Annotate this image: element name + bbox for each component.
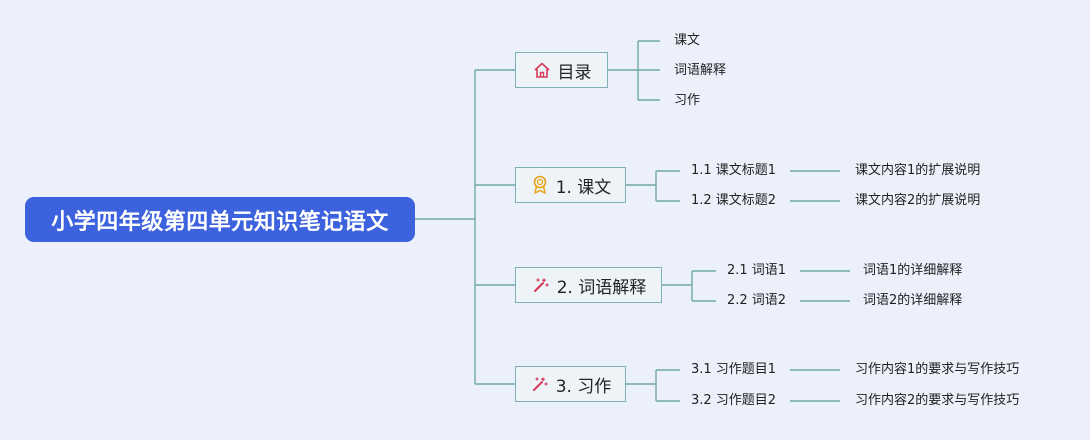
award-icon bbox=[530, 175, 550, 195]
section-3-topic[interactable]: 3. 习作 bbox=[515, 366, 626, 402]
home-icon bbox=[532, 60, 552, 80]
section-1-sub-2[interactable]: 1.2 课文标题2 bbox=[691, 193, 777, 208]
section-1-detail-1[interactable]: 课文内容1的扩展说明 bbox=[855, 163, 981, 178]
root-topic[interactable]: 小学四年级第四单元知识笔记语文 bbox=[25, 197, 415, 242]
toc-title: 目录 bbox=[557, 62, 592, 83]
section-1-sub-1[interactable]: 1.1 课文标题1 bbox=[691, 163, 777, 178]
section-2-sub-1[interactable]: 2.1 词语1 bbox=[727, 263, 787, 278]
section-3-detail-2[interactable]: 习作内容2的要求与写作技巧 bbox=[855, 393, 1020, 408]
section-2-title: 2. 词语解释 bbox=[556, 277, 647, 298]
section-2-detail-2[interactable]: 词语2的详细解释 bbox=[863, 293, 963, 308]
section-3-sub-1[interactable]: 3.1 习作题目1 bbox=[691, 362, 777, 377]
section-1-detail-2[interactable]: 课文内容2的扩展说明 bbox=[855, 193, 981, 208]
toc-item-2[interactable]: 词语解释 bbox=[674, 63, 727, 78]
toc-item-1[interactable]: 课文 bbox=[674, 33, 701, 48]
section-2-topic[interactable]: 2. 词语解释 bbox=[515, 267, 662, 303]
section-3-sub-2[interactable]: 3.2 习作题目2 bbox=[691, 393, 777, 408]
magic-wand-icon bbox=[531, 275, 551, 295]
toc-item-3[interactable]: 习作 bbox=[674, 93, 701, 108]
section-3-title: 3. 习作 bbox=[555, 376, 612, 397]
magic-wand-icon bbox=[530, 374, 550, 394]
toc-topic[interactable]: 目录 bbox=[515, 52, 608, 88]
section-1-topic[interactable]: 1. 课文 bbox=[515, 167, 626, 203]
section-3-detail-1[interactable]: 习作内容1的要求与写作技巧 bbox=[855, 362, 1020, 377]
section-2-sub-2[interactable]: 2.2 词语2 bbox=[727, 293, 787, 308]
section-1-title: 1. 课文 bbox=[555, 177, 612, 198]
section-2-detail-1[interactable]: 词语1的详细解释 bbox=[863, 263, 963, 278]
root-title: 小学四年级第四单元知识笔记语文 bbox=[51, 209, 389, 235]
